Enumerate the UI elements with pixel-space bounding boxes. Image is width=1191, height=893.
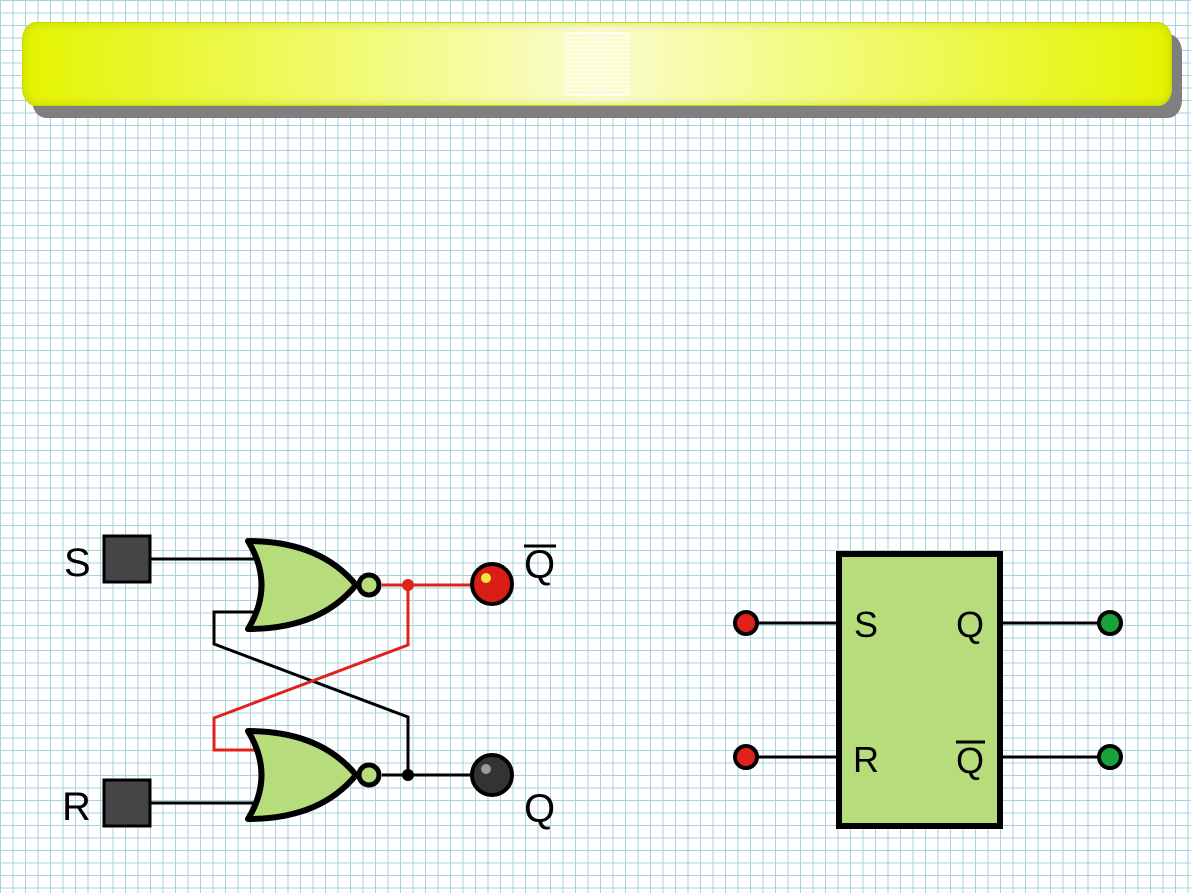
sr-flipflop-symbol: S R Q Q (733, 551, 1123, 829)
nor-gate-top (245, 538, 359, 632)
switch-r[interactable] (102, 778, 152, 828)
title-banner (22, 22, 1172, 106)
banner-emblem (565, 32, 629, 96)
label-r: R (62, 785, 91, 829)
lamp-q-highlight (481, 764, 491, 774)
pin-label-qbar: Q (956, 740, 984, 781)
nor-gate-bottom (245, 728, 359, 822)
label-qbar: Q (524, 543, 555, 587)
flipflop-box (836, 551, 1003, 829)
label-q: Q (524, 787, 555, 831)
wire-qbar-feedback (212, 585, 410, 752)
junction-qbar (402, 579, 414, 591)
wire-q-feedback (212, 610, 410, 775)
pin-label-r: R (853, 739, 879, 780)
nor-gate-top-bubble (356, 572, 382, 598)
switch-s[interactable] (102, 534, 152, 584)
pin-label-s: S (854, 604, 878, 645)
terminal-q[interactable] (1097, 610, 1123, 636)
lamp-q (470, 753, 514, 797)
junction-q (402, 769, 414, 781)
nor-latch-circuit: S R Q Q (62, 534, 556, 831)
terminal-s[interactable] (733, 610, 759, 636)
pin-label-q: Q (956, 604, 984, 645)
lamp-qbar-highlight (481, 573, 491, 583)
nor-gate-bottom-bubble (356, 762, 382, 788)
lamp-qbar (470, 562, 514, 606)
label-s: S (64, 541, 91, 585)
terminal-r[interactable] (733, 744, 759, 770)
terminal-qbar[interactable] (1097, 744, 1123, 770)
